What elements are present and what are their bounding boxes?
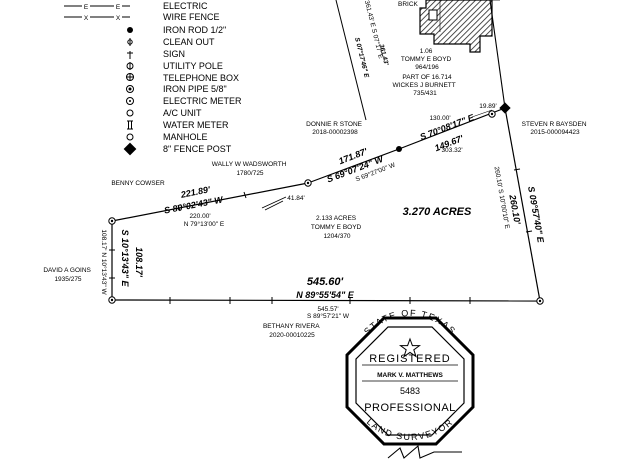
electric-meter-icon xyxy=(126,97,134,105)
neighbor-goins: DAVID A GOINS 1935/275 xyxy=(43,267,92,283)
manhole-icon xyxy=(126,133,134,141)
legend-label: IRON ROD 1/2" xyxy=(163,25,226,35)
sign-icon xyxy=(127,51,133,59)
legend-label: CLEAN OUT xyxy=(163,37,215,47)
call-top-right-record: 361.43' E S 07°17' E xyxy=(363,0,385,60)
call-west-record-a: 220.00' xyxy=(189,213,210,220)
neighbor-wadsworth: WALLY W WADSWORTH 1780/725 xyxy=(212,161,288,177)
call-east-short-record: 19.89' xyxy=(479,103,497,110)
neighbor-part-of: PART OF 16.714 xyxy=(402,74,452,81)
legend-fence-glyph: X xyxy=(84,15,89,22)
call-bottom-record-a: 545.57' xyxy=(317,306,338,313)
legend-fence-glyph: X xyxy=(116,15,121,22)
fence-post-icon xyxy=(123,142,137,156)
call-east-record-b: 303.32' xyxy=(441,147,462,154)
legend-label: TELEPHONE BOX xyxy=(163,73,239,83)
building-footprint xyxy=(419,0,493,53)
seal-license-number: 5483 xyxy=(400,386,420,396)
neighbor-stone: DONNIE R STONE 2018-00002398 xyxy=(306,121,364,136)
brick-label: BRICK xyxy=(398,1,419,8)
iron-rod-icon xyxy=(127,27,133,33)
tract-boundary xyxy=(109,0,541,304)
call-bottom-bearing: N 89°55'54" E xyxy=(296,290,355,300)
legend-label: A/C UNIT xyxy=(163,108,202,118)
legend-electric-glyph: E xyxy=(84,4,89,11)
neighbor-wickes: WICKES J BURNETT 735/431 xyxy=(393,82,458,97)
call-left-bearing: S 10°13'43" E xyxy=(120,229,130,287)
call-fence-offset: 41.84' xyxy=(287,195,305,202)
call-bottom-record-b: S 89°57'21" W xyxy=(307,312,350,320)
legend-electric-glyph: E xyxy=(116,4,121,11)
legend-electric-symbol: E E xyxy=(64,2,130,11)
call-right-bearing: S 09°57'40" E xyxy=(526,186,546,245)
legend-label: WATER METER xyxy=(163,120,229,130)
call-left-record: 108.17' N 10°13'43" W xyxy=(100,229,108,295)
iron-pipe-icon xyxy=(108,296,116,304)
legend-label: ELECTRIC METER xyxy=(163,96,242,106)
call-east-record-a: 130.00' xyxy=(429,115,450,122)
legend: E E X X ELECTRIC WIRE FENCE IRON ROD 1/2… xyxy=(64,1,242,156)
call-top-right-bearing: S 07°17'46" E xyxy=(353,37,371,80)
call-bottom-distance: 545.60' xyxy=(307,276,344,288)
iron-pipe-icon xyxy=(126,85,134,93)
ac-unit-icon xyxy=(126,109,134,117)
utility-pole-icon xyxy=(126,62,134,70)
iron-pipe-icon xyxy=(488,110,496,118)
star-icon xyxy=(398,337,422,358)
iron-pipe-icon xyxy=(108,217,116,225)
legend-label: ELECTRIC xyxy=(163,1,208,11)
iron-pipe-icon xyxy=(304,179,312,187)
surveyor-signature xyxy=(387,444,462,459)
iron-rod-icon xyxy=(396,146,402,152)
tract-boyd-inner: 2.133 ACRES TOMMY E BOYD 1204/370 xyxy=(311,215,363,240)
seal-registered-text: REGISTERED xyxy=(369,353,451,365)
neighbor-baysden: STEVEN R BAYSDEN 2015-000094423 xyxy=(522,121,589,136)
seal-professional-text: PROFESSIONAL xyxy=(364,402,456,414)
telephone-box-icon xyxy=(126,73,134,81)
neighbor-rivera: BETHANY RIVERA 2020-00010225 xyxy=(263,323,321,339)
legend-label: SIGN xyxy=(163,49,185,59)
legend-wire-fence-symbol: X X xyxy=(64,13,130,22)
iron-pipe-icon xyxy=(536,297,544,305)
fence-post-icon xyxy=(499,102,511,114)
neighbor-cowser: BENNY COWSER xyxy=(111,180,165,187)
legend-label: UTILITY POLE xyxy=(163,61,223,71)
legend-label: WIRE FENCE xyxy=(163,12,220,22)
water-meter-icon xyxy=(127,120,133,130)
call-left-distance: 108.17' xyxy=(134,247,144,278)
surveyor-seal: STATE OF TEXAS REGISTERED MARK V. MATTHE… xyxy=(345,308,475,446)
clean-out-icon xyxy=(127,38,133,46)
call-west-record-b: N 79°13'00" E xyxy=(184,220,225,228)
acreage-label: 3.270 ACRES xyxy=(403,206,472,218)
legend-label: 8" FENCE POST xyxy=(163,144,232,154)
legend-label: IRON PIPE 5/8" xyxy=(163,84,227,94)
neighbor-boyd-top: 1.06 TOMMY E BOYD 964/196 xyxy=(401,48,453,71)
legend-label: MANHOLE xyxy=(163,132,208,142)
seal-surveyor-name: MARK V. MATTHEWS xyxy=(377,372,443,379)
